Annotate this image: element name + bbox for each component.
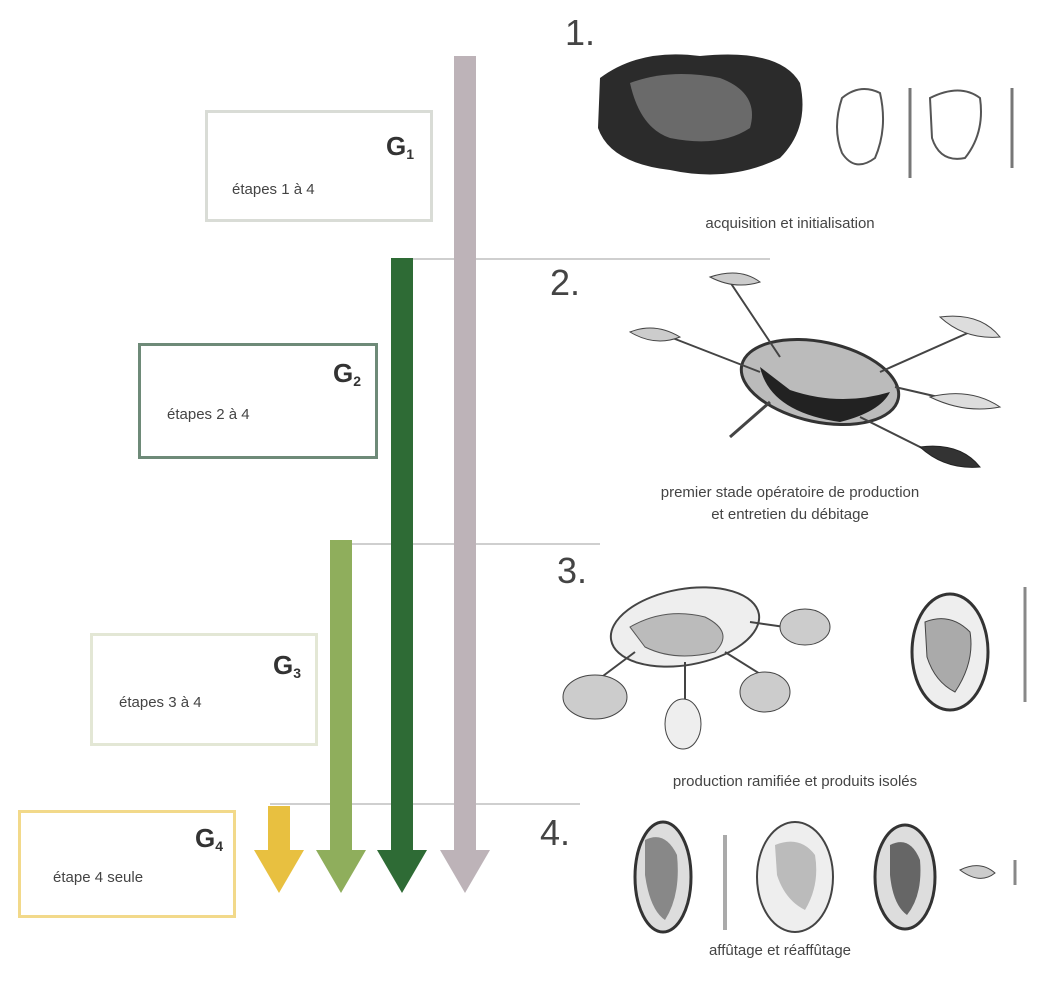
arrow-lightgreen-shaft (330, 540, 352, 856)
step-1-caption: acquisition et initialisation (610, 213, 970, 235)
removal-line-2 (730, 282, 780, 357)
group-box-g3: G3 étapes 3 à 4 (90, 633, 318, 746)
step-2-caption: premier stade opératoire de production e… (560, 482, 1020, 526)
group-label-g4: G4 (195, 823, 223, 854)
group-text-g1: étapes 1 à 4 (232, 181, 315, 198)
arrow-grey-head (440, 850, 490, 893)
group-label-g3: G3 (273, 650, 301, 681)
group-label-g2: G2 (333, 358, 361, 389)
group-text-g2: étapes 2 à 4 (167, 406, 250, 423)
arrow-darkgreen-shaft (391, 258, 413, 856)
flake-2 (665, 699, 701, 749)
flake-5 (920, 446, 980, 467)
group-label-g1: G1 (386, 131, 414, 162)
flake-1 (563, 675, 627, 719)
group-text-g3: étapes 3 à 4 (119, 694, 202, 711)
group-box-g4: G4 étape 4 seule (18, 810, 236, 918)
flake-3 (940, 316, 1000, 337)
arrow-darkgreen-head (377, 850, 427, 893)
flake-4 (780, 609, 830, 645)
removal-line-3 (880, 332, 970, 372)
small-flake (960, 866, 995, 879)
step-3-illustration (555, 572, 1035, 762)
step-4-illustration (615, 815, 1035, 945)
flake-3 (740, 672, 790, 712)
step-1-illustration (580, 38, 1040, 198)
flake-4 (930, 394, 1000, 409)
step-2-caption-line-2: et entretien du débitage (560, 504, 1020, 526)
arrow-lightgreen-head (316, 850, 366, 893)
flake-outline-1 (837, 89, 883, 164)
arrow-yellow-head (254, 850, 304, 893)
group-box-g2: G2 étapes 2 à 4 (138, 343, 378, 459)
flake-outline-2 (930, 91, 981, 159)
step-2-caption-line-1: premier stade opératoire de production (560, 482, 1020, 504)
group-box-g1: G1 étapes 1 à 4 (205, 110, 433, 222)
arrow-grey-shaft (454, 56, 476, 856)
group-text-g4: étape 4 seule (53, 869, 143, 886)
flake-2 (710, 273, 760, 285)
step-number-2: 2. (550, 262, 580, 304)
arrow-yellow-shaft (268, 806, 290, 856)
removal-line-6 (730, 402, 770, 437)
step-number-4: 4. (540, 812, 570, 854)
step-4-caption: affûtage et réaffûtage (610, 940, 950, 962)
flake-1 (630, 328, 680, 341)
core-shape (733, 326, 906, 438)
step-2-illustration (610, 262, 1030, 482)
step-3-caption: production ramifiée et produits isolés (585, 771, 1005, 793)
